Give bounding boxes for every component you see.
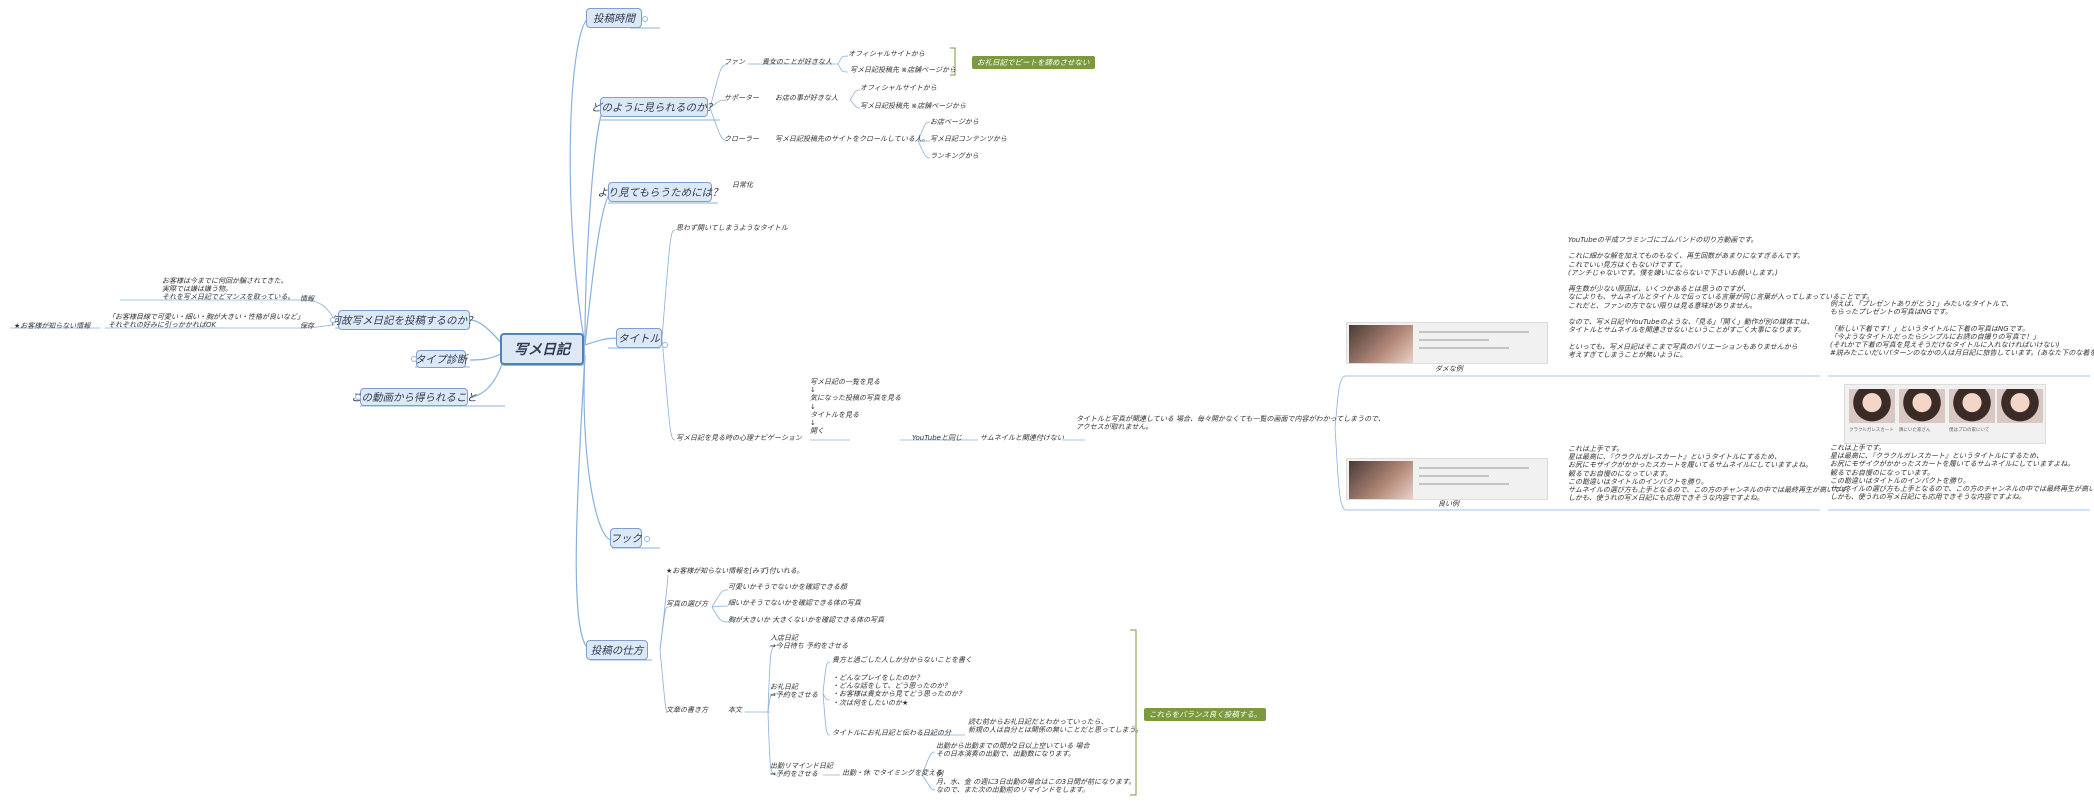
node-fan[interactable]: ファン: [724, 58, 745, 66]
balance-tag[interactable]: これらをバランス良く投稿する。: [1144, 708, 1267, 721]
branch-label: より見てもらうためには？: [597, 186, 723, 199]
node-photo3[interactable]: 胸が大きいか 大きくないかを確認できる体の写真: [728, 616, 885, 624]
expand-dot[interactable]: [644, 536, 650, 542]
node-thanks3-desc[interactable]: 読む前からお礼日記だとわかっていったら、 新規の人は自分とは関係の無いことだと思…: [968, 718, 1143, 735]
node-fan-src1[interactable]: オフィシャルサイトから: [848, 50, 925, 58]
node-fan-desc[interactable]: 貴女のことが好きな人: [762, 58, 832, 66]
branch-why-post[interactable]: 何故写メ日記を投稿するのか？: [331, 310, 478, 330]
node-thanks3[interactable]: タイトルにお礼日記と伝わる日記の分: [832, 729, 951, 737]
node-behavior[interactable]: 写メ日記を見る時の心理ナビゲーション: [676, 434, 802, 442]
branch-how-seen[interactable]: どのように見られるのか？: [591, 97, 717, 117]
thumbnail-face: [1949, 389, 1995, 423]
visit-tag[interactable]: お礼日記でビートを鋳めさせない: [972, 56, 1095, 69]
expand-dot[interactable]: [330, 317, 336, 323]
expand-dot[interactable]: [411, 356, 417, 362]
node-thanks-diary[interactable]: お礼日記 ⇒予約をさせる: [770, 683, 818, 700]
node-star-info[interactable]: ★お客様が知らない情報: [14, 322, 91, 330]
thumbnail-image: [1349, 325, 1413, 363]
branch-label: タイトル: [618, 332, 660, 345]
thumbnail-face: [1849, 389, 1895, 423]
node-save-text[interactable]: 「お客様目線で可愛い・細い・胸が大きい・性格が良いなど」 それぞれの好みに引っか…: [108, 313, 304, 330]
node-body[interactable]: 本文: [728, 706, 742, 714]
thumb-line: [1419, 467, 1529, 469]
thumb-line: [1419, 483, 1509, 485]
good-example-label[interactable]: 良い例: [1438, 500, 1459, 508]
bad-example-desc[interactable]: YouTubeの平成フラミンゴにゴムバンドの切り方動画です。 これに細かな解を加…: [1568, 236, 1874, 359]
node-supporter-desc[interactable]: お店の事が好きな人: [775, 94, 838, 102]
node-youtube-same[interactable]: YouTubeと同じ: [912, 434, 962, 442]
branch-label: タイプ診断: [414, 353, 468, 366]
branch-type-diagnosis[interactable]: タイプ診断: [414, 350, 468, 368]
root-node[interactable]: 写メ日記: [500, 333, 584, 365]
bad-example-note[interactable]: 例えば、「プレゼントありがとう♪」みたいなタイトルで、 もらったプレゼントの写真…: [1830, 300, 2094, 358]
node-info-text[interactable]: お客様は今までに何回か騙されてきた。 実際では嫌は嫌う物。 それを写メ日記でどマ…: [162, 277, 295, 302]
branch-posting-time[interactable]: 投稿時間: [586, 8, 642, 28]
expand-dot[interactable]: [642, 16, 648, 22]
branch-hook[interactable]: フック: [610, 528, 642, 548]
node-photo-choice[interactable]: 写真の選び方: [666, 600, 708, 608]
thumbnail-face: [1899, 389, 1945, 423]
node-crawl-src2[interactable]: 写メ日記コンテンツから: [930, 135, 1007, 143]
thumb-line: [1419, 347, 1509, 349]
node-remind[interactable]: 出勤・休 でタイミングを変える: [842, 769, 943, 777]
node-fan-src2[interactable]: 写メ日記投稿先 ※店舗ページから: [850, 66, 956, 74]
thumb-caption: クラクルガレスカート: [1849, 428, 1894, 433]
thumbnail-grid: クラクルガレスカート 隣にいた家さん 僕はプロの家にいて: [1844, 384, 2046, 444]
thumb-line: [1419, 475, 1489, 477]
node-remind2[interactable]: 例 月、水、金 の週に3日出勤の場合はこの3日間が前になります。 なので、また次…: [936, 770, 1136, 795]
good-example-thumbnail: [1346, 458, 1548, 500]
node-remind1[interactable]: 出勤から出勤までの間が2日以上空いている 場合 その日本演奏の出勤で、出勤数にな…: [936, 742, 1090, 759]
bad-example-label[interactable]: ダメな例: [1435, 365, 1463, 373]
branch-label: フック: [610, 532, 642, 545]
node-supporter[interactable]: サポーター: [724, 94, 759, 102]
thumb-line: [1419, 331, 1529, 333]
node-clickable-title[interactable]: 思わず開いてしまうようなタイトル: [676, 224, 788, 232]
bad-example-thumbnail: [1346, 322, 1548, 364]
thumbnail-face: [1997, 389, 2043, 423]
branch-how-to-post[interactable]: 投稿の仕方: [586, 640, 648, 660]
branch-title[interactable]: タイトル: [616, 328, 662, 348]
good-example-desc[interactable]: これは上手です。 星は最高に、『クラクルガレスカート』というタイトルにするため、…: [1568, 445, 1854, 503]
branch-label: この動画から得られること: [351, 391, 477, 404]
root-label: 写メ日記: [514, 342, 570, 358]
thumbnail-image: [1349, 461, 1413, 499]
node-photo2[interactable]: 細いかそうでないかを確認できる体の写真: [728, 599, 861, 607]
node-behavior-steps[interactable]: 写メ日記の一覧を見る ↓ 気になった投稿の写真を見る ↓ タイトルを見る ↓ 開…: [810, 378, 901, 436]
node-crawler-desc[interactable]: 写メ日記投稿先のサイトをクロールしている人。: [775, 135, 929, 143]
thumb-caption: 隣にいた家さん: [1899, 428, 1931, 433]
node-crawl-src1[interactable]: お店ページから: [930, 118, 979, 126]
node-photo1[interactable]: 可愛いかそうでないかを確認できる顔: [728, 583, 847, 591]
node-writing[interactable]: 文章の書き方: [666, 706, 708, 714]
branch-more-views[interactable]: より見てもらうためには？: [597, 182, 723, 202]
node-remind-diary[interactable]: 出勤リマインド日記 ⇒予約をさせる: [770, 762, 833, 779]
node-sup-src1[interactable]: オフィシャルサイトから: [860, 84, 937, 92]
node-thumb-title-desc[interactable]: タイトルと写真が関連している 場合、毎々開かなくても一覧の画面で内容がわかってし…: [1076, 415, 1385, 432]
branch-video-gain[interactable]: この動画から得られること: [351, 388, 477, 406]
branch-label: どのように見られるのか？: [591, 101, 717, 114]
thumb-line: [1419, 339, 1489, 341]
node-crawler[interactable]: クローラー: [724, 135, 759, 143]
node-info[interactable]: 情報: [300, 295, 314, 303]
branch-label: 投稿時間: [593, 12, 635, 25]
good-example-note[interactable]: これは上手です。 星は最高に、『クラクルガレスカート』というタイトルにするため、…: [1830, 444, 2094, 502]
node-sup-src2[interactable]: 写メ日記投稿先 ※店舗ページから: [860, 102, 966, 110]
node-join-diary[interactable]: 入店日記 ⇒今日待ち 予約をさせる: [770, 634, 849, 651]
node-crawl-src3[interactable]: ランキングから: [930, 152, 979, 160]
node-thanks2[interactable]: ・どんなプレイをしたのか？ ・どんな話をして、どう思ったのか？ ・お客様は貴女か…: [832, 674, 965, 707]
branch-label: 投稿の仕方: [590, 644, 644, 657]
node-save[interactable]: 保存: [300, 322, 314, 330]
node-thumb-title[interactable]: サムネイルと関連付けない: [980, 434, 1064, 442]
expand-dot[interactable]: [662, 342, 668, 348]
node-thanks1[interactable]: 貴方と過ごした人しか分からないことを書く: [832, 656, 972, 664]
branch-label: 何故写メ日記を投稿するのか？: [330, 314, 478, 327]
node-customer-info[interactable]: ★お客様が知らない情報を[みず]付いれる。: [666, 567, 804, 575]
expand-dot[interactable]: [355, 394, 361, 400]
thumb-caption: 僕はプロの家にいて: [1949, 428, 1990, 433]
node-daily[interactable]: 日常化: [732, 181, 753, 189]
